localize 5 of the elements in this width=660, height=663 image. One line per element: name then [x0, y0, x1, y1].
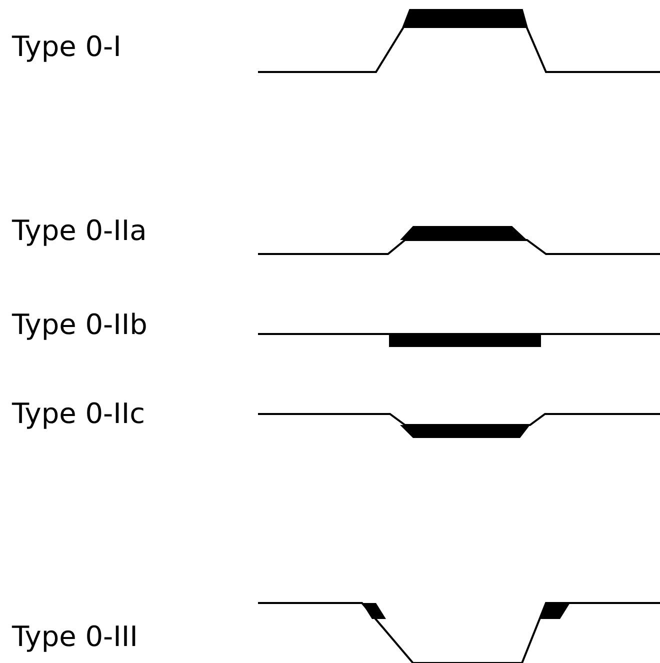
type-label: Type 0-IIc: [12, 397, 146, 431]
type-label: Type 0-III: [12, 620, 138, 654]
type-label: Type 0-IIb: [12, 308, 148, 342]
type-label: Type 0-I: [12, 30, 122, 64]
type-label: Type 0-IIa: [12, 214, 147, 248]
